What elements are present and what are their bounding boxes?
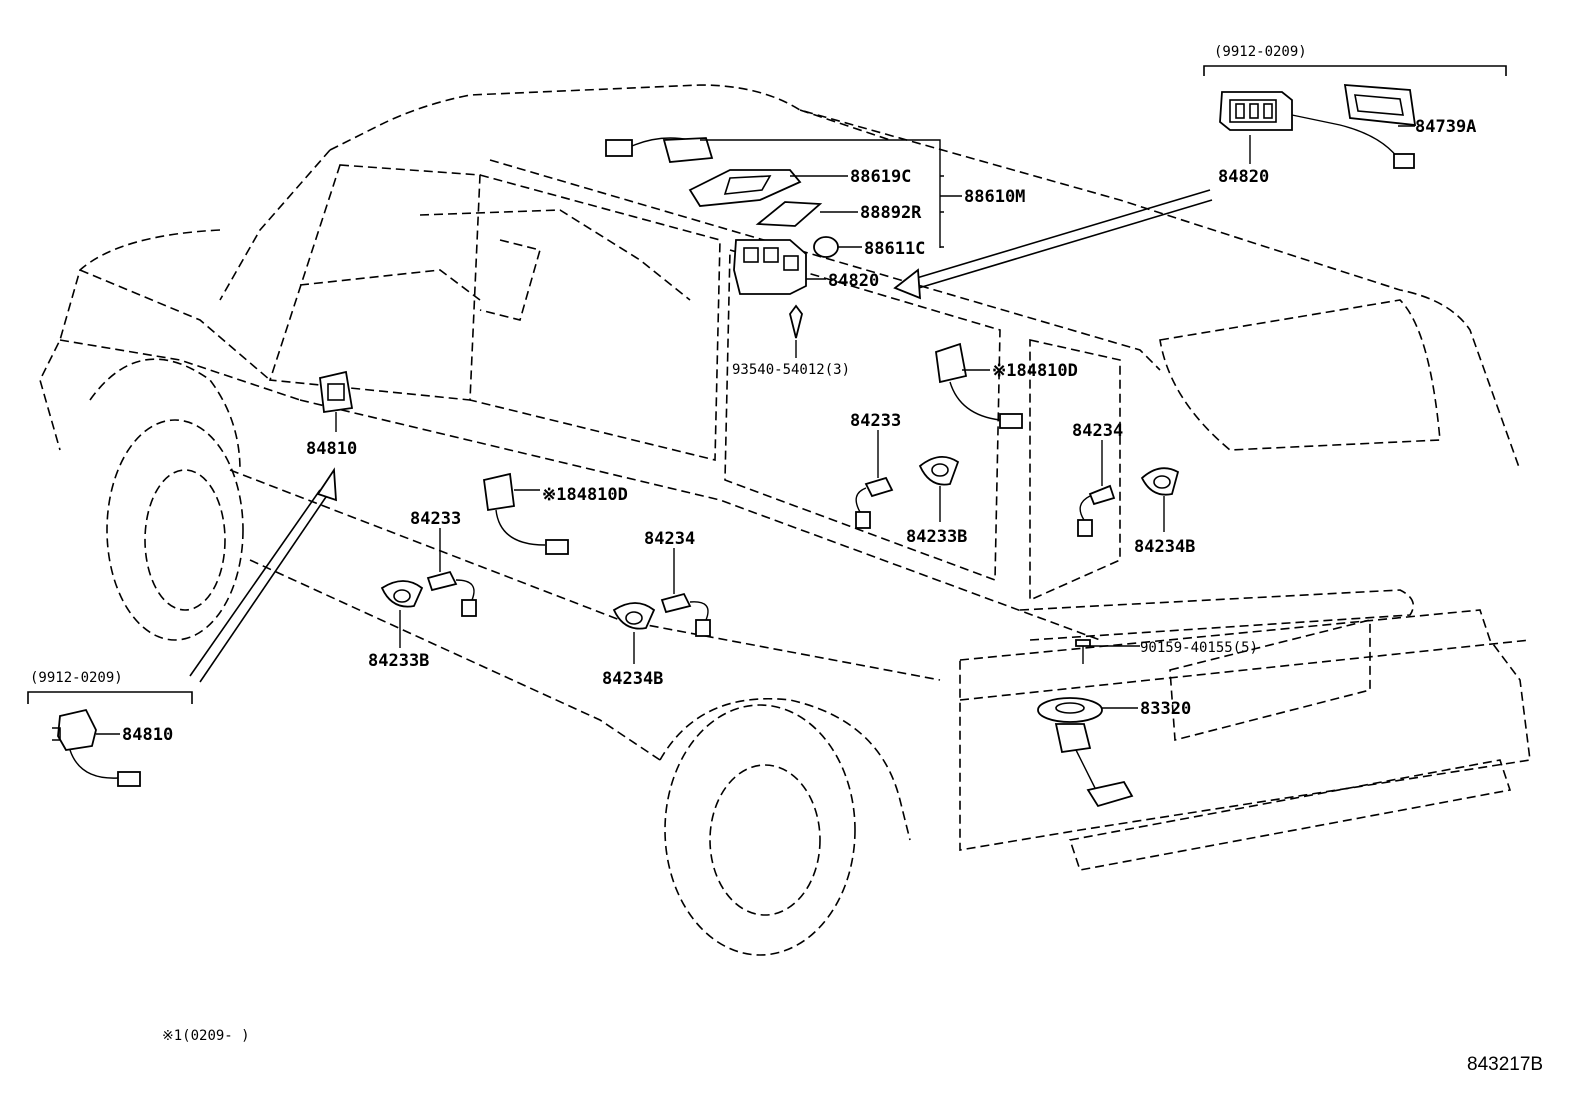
label-90159-40155: 90159-40155(5) <box>1140 640 1258 656</box>
label-84234-right: 84234 <box>1072 421 1123 441</box>
label-84233-right: 84233 <box>850 411 901 431</box>
label-84234-mid: 84234 <box>644 529 695 549</box>
switch-assembly-icon <box>733 239 807 295</box>
door-switch-84233-mid-icon <box>426 570 477 617</box>
courtesy-switch-right-icon <box>935 342 1023 429</box>
arrow-left-inset <box>189 467 337 683</box>
courtesy-switch-mid-icon <box>482 472 569 555</box>
map-lamp-icon <box>1219 91 1415 169</box>
label-84739A: 84739A <box>1415 117 1476 137</box>
label-84810D-mid: ※184810D <box>542 485 628 505</box>
door-switch-84234-right-icon <box>1077 440 1116 537</box>
lamp-lens-icon <box>1343 84 1417 127</box>
drawing-code: 843217B <box>1467 1054 1543 1075</box>
label-93540-54012: 93540-54012(3) <box>732 362 850 378</box>
label-84234B-right: 84234B <box>1134 537 1195 557</box>
console-lamp-icon <box>688 169 802 207</box>
door-switch-left-icon <box>319 370 354 432</box>
range-label-left: (9912-0209) <box>30 670 123 686</box>
screw-icon <box>789 304 803 339</box>
label-84233B-right: 84233B <box>906 527 967 547</box>
label-84810-left: 84810 <box>306 439 357 459</box>
label-83320: 83320 <box>1140 699 1191 719</box>
label-88611C: 88611C <box>864 239 925 259</box>
lamp-lens-plate-icon <box>755 201 823 227</box>
label-88892R: 88892R <box>860 203 922 223</box>
lamp-housing-icon <box>662 137 714 163</box>
range-label-top-right: (9912-0209) <box>1214 44 1307 60</box>
screw-90159-icon <box>1075 639 1091 664</box>
label-88619C: 88619C <box>850 167 911 187</box>
label-88610M: 88610M <box>964 187 1025 207</box>
top-right-inset: (9912-0209) 84739A 84820 <box>893 44 1507 300</box>
door-switch-cover-84234B-mid-icon <box>612 602 656 664</box>
label-84234B-mid: 84234B <box>602 669 663 689</box>
vehicle-body <box>39 84 1531 956</box>
label-84810-inset: 84810 <box>122 725 173 745</box>
bulb-icon <box>813 236 839 258</box>
label-84820-top: 84820 <box>1218 167 1269 187</box>
door-switch-84233-right-icon <box>855 430 894 529</box>
left-inset: (9912-0209) 84810 <box>27 670 193 787</box>
door-switch-cover-84234B-right-icon <box>1140 467 1180 532</box>
label-84233B-left: 84233B <box>368 651 429 671</box>
roof-console-parts: 88619C 88610M 88892R 88611C 84820 93540-… <box>605 137 1025 378</box>
door-switch-cover-84233B-right-icon <box>918 456 960 522</box>
label-84820-mid: 84820 <box>828 271 879 291</box>
door-switch-84234-mid-icon <box>660 592 711 637</box>
license-lamp-icon <box>1037 697 1134 808</box>
label-84233-mid: 84233 <box>410 509 461 529</box>
footnote: ※1(0209- ) <box>162 1028 250 1044</box>
label-84810D-right: ※184810D <box>992 361 1078 381</box>
door-switch-cover-84233B-left-icon <box>380 580 424 648</box>
door-switch-inset-icon <box>52 708 141 787</box>
